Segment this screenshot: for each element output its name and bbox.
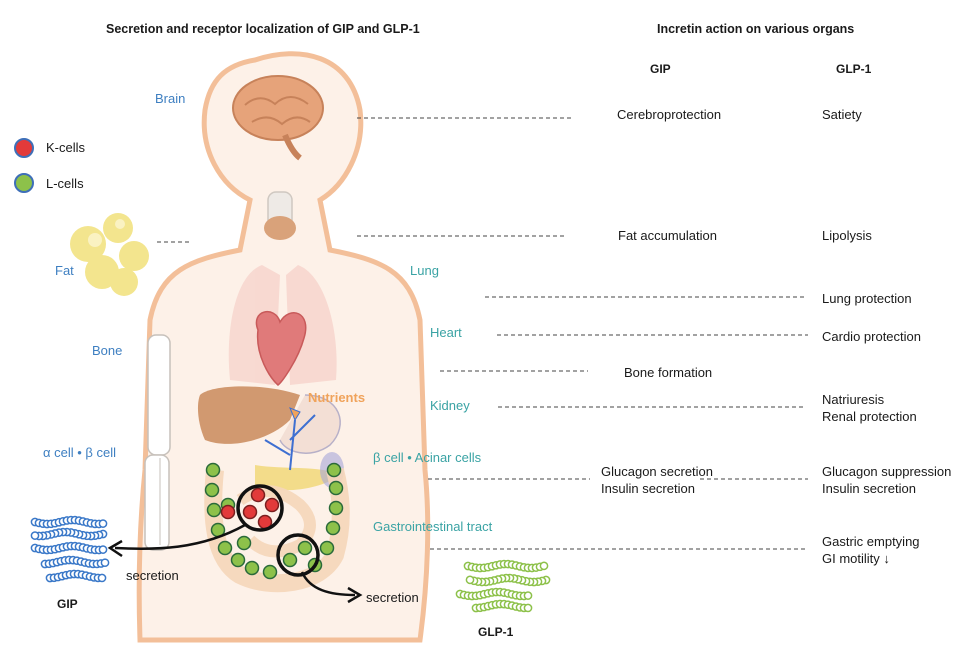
kidney-label: Kidney bbox=[430, 398, 470, 413]
heart-label: Heart bbox=[430, 325, 462, 340]
l-cell bbox=[297, 540, 313, 556]
gip-peptide-residue bbox=[30, 531, 40, 540]
l-cells-legend-dot bbox=[14, 173, 34, 193]
glp1-pancreas-action-2: Insulin secretion bbox=[822, 481, 916, 496]
gip-peptide-label: GIP bbox=[57, 597, 78, 611]
glp1-fat-action: Lipolysis bbox=[822, 228, 872, 243]
glp1-peptide-chain bbox=[455, 559, 551, 613]
thyroid-organ bbox=[264, 191, 296, 240]
brain-label: Brain bbox=[155, 91, 186, 106]
l-cell bbox=[236, 535, 252, 551]
l-cell bbox=[325, 520, 341, 536]
k-cell-focus-circle bbox=[236, 484, 284, 532]
stomach-pancreas bbox=[255, 394, 341, 491]
l-cell bbox=[205, 462, 221, 478]
left-panel-title: Secretion and receptor localization of G… bbox=[106, 22, 420, 36]
gip-secretion-arrow bbox=[114, 523, 246, 551]
glp1-kidney-action-2: Renal protection bbox=[822, 409, 917, 424]
bone-illustration bbox=[144, 334, 171, 551]
bone-action: Bone formation bbox=[624, 365, 713, 380]
brain-organ bbox=[232, 75, 324, 161]
k-cells-legend-label: K-cells bbox=[46, 140, 86, 155]
enteroendocrine-cells bbox=[204, 462, 344, 580]
l-cell bbox=[326, 462, 342, 478]
heart-organ bbox=[255, 311, 307, 386]
k-cell bbox=[220, 504, 236, 520]
glp1-peptide-residue bbox=[465, 575, 475, 585]
gip-secretion-label: secretion bbox=[126, 568, 179, 583]
l-cell bbox=[282, 552, 298, 568]
l-cell bbox=[217, 540, 233, 556]
glp1-peptide-residue bbox=[523, 591, 533, 600]
l-cell bbox=[244, 560, 260, 576]
gip-arrowhead bbox=[107, 539, 123, 558]
glp1-kidney-action-1: Natriuresis bbox=[822, 392, 885, 407]
alpha-beta-cell-label: α cell • β cell bbox=[43, 445, 117, 460]
l-cell bbox=[204, 482, 220, 498]
glp1-column-header: GLP-1 bbox=[836, 62, 872, 76]
right-panel-title: Incretin action on various organs bbox=[657, 22, 855, 36]
gip-peptide-residue bbox=[98, 545, 108, 554]
k-cell bbox=[264, 497, 280, 513]
k-cell bbox=[250, 487, 266, 503]
gip-pancreas-action-1: Glucagon secretion bbox=[601, 464, 714, 479]
l-cell-focus-circle bbox=[276, 533, 320, 577]
lung-label: Lung bbox=[410, 263, 439, 278]
glp1-secretion-arrow bbox=[300, 571, 356, 597]
gi-tract-label: Gastrointestinal tract bbox=[373, 519, 493, 534]
glp1-secretion-label: secretion bbox=[366, 590, 419, 605]
gip-peptide-residue bbox=[100, 558, 110, 568]
l-cell bbox=[328, 480, 344, 496]
connector-lines bbox=[157, 117, 808, 550]
nutrients-label: Nutrients bbox=[308, 390, 366, 405]
glp1-peptide-residue bbox=[539, 561, 549, 571]
glp1-pancreas-action-1: Glucagon suppression bbox=[822, 464, 952, 479]
glp1-gi-action-1: Gastric emptying bbox=[822, 534, 920, 549]
k-cells-legend-dot bbox=[14, 138, 34, 158]
glp1-peptide-residue bbox=[523, 603, 533, 613]
beta-acinar-cell-label: β cell • Acinar cells bbox=[373, 450, 482, 465]
glp1-lung-action: Lung protection bbox=[822, 291, 912, 306]
fat-cells-cluster bbox=[70, 213, 149, 296]
bone-label: Bone bbox=[92, 343, 123, 358]
l-cells-legend-label: L-cells bbox=[46, 176, 84, 191]
l-cell bbox=[328, 500, 344, 516]
l-cell bbox=[262, 564, 278, 580]
l-cell bbox=[319, 540, 335, 556]
k-cell bbox=[242, 504, 258, 520]
liver-organ bbox=[197, 386, 300, 444]
gip-fat-action: Fat accumulation bbox=[618, 228, 717, 243]
l-cell bbox=[206, 502, 222, 518]
glp1-peptide-label: GLP-1 bbox=[478, 625, 514, 639]
l-cell bbox=[230, 552, 246, 568]
gip-pancreas-action-2: Insulin secretion bbox=[601, 481, 695, 496]
glp1-brain-action: Satiety bbox=[822, 107, 862, 122]
gip-column-header: GIP bbox=[650, 62, 671, 76]
fat-label: Fat bbox=[55, 263, 74, 278]
gip-peptide-residue bbox=[98, 519, 108, 528]
glp1-gi-action-2: GI motility ↓ bbox=[822, 551, 890, 566]
gip-peptide-residue bbox=[97, 573, 107, 583]
glp1-heart-action: Cardio protection bbox=[822, 329, 921, 344]
glp1-arrowhead bbox=[347, 586, 363, 604]
gip-peptide-chain bbox=[30, 515, 110, 583]
gip-brain-action: Cerebroprotection bbox=[617, 107, 722, 122]
